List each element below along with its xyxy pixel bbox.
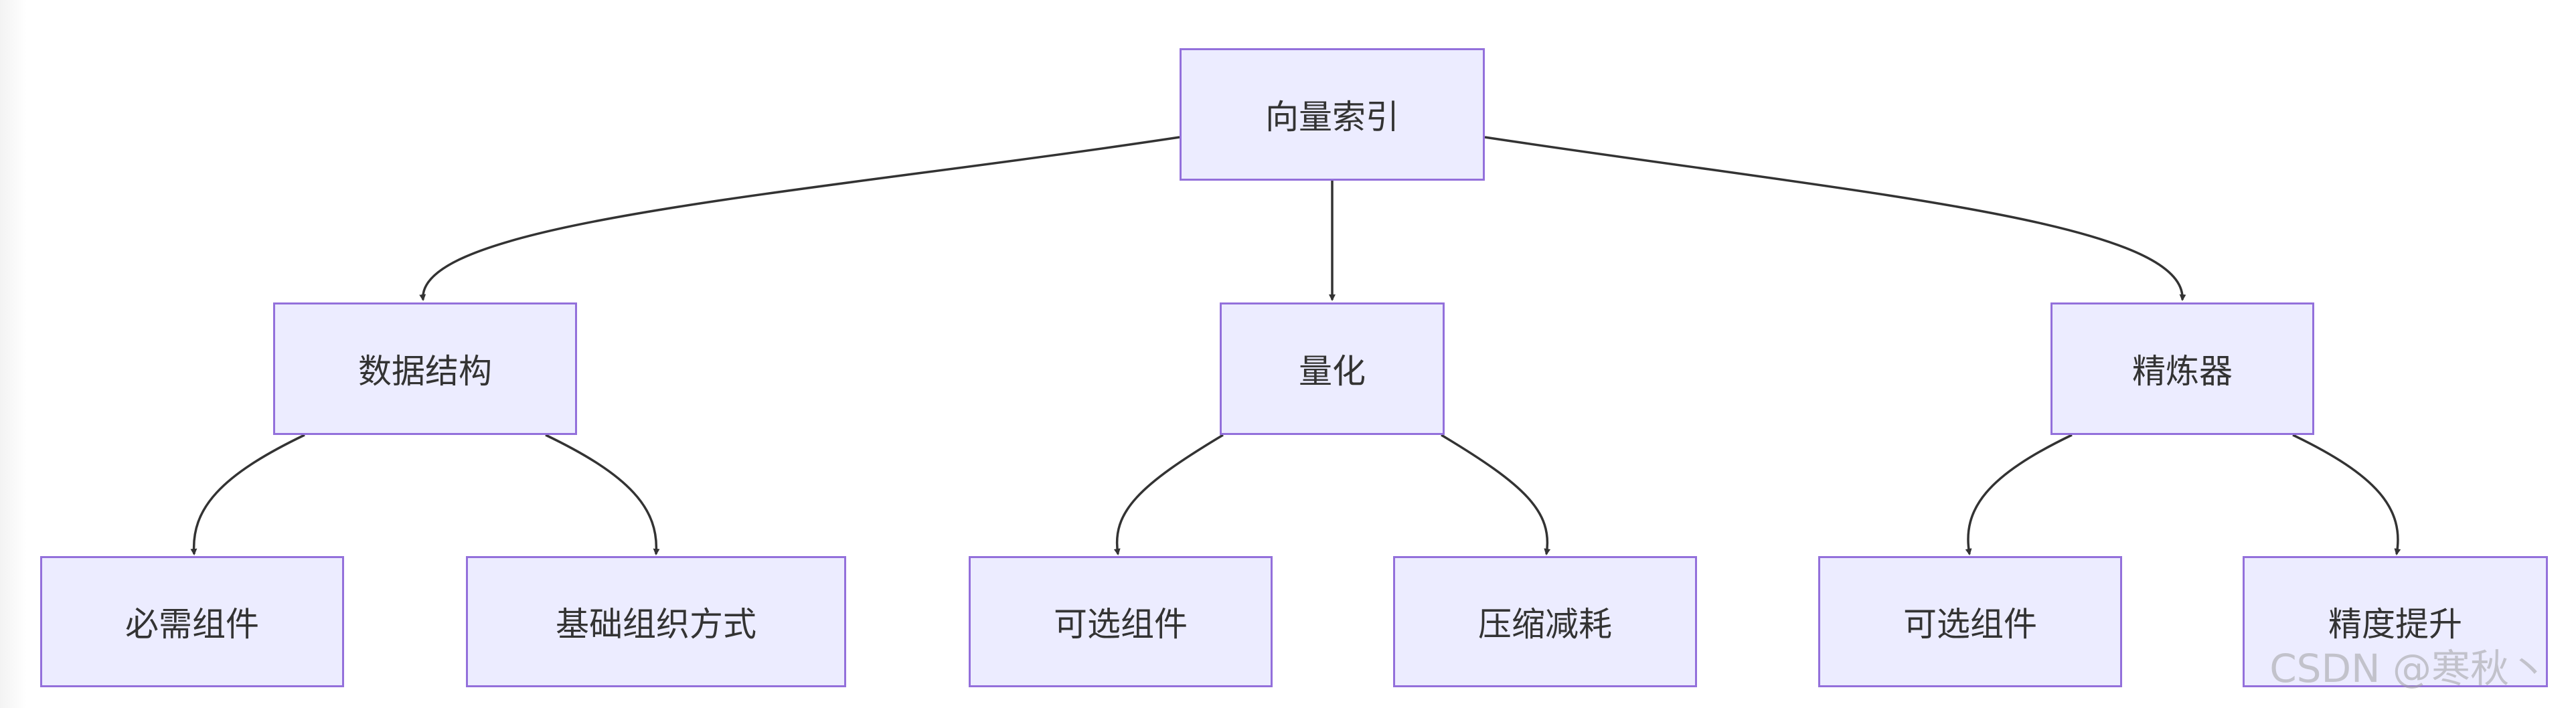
node-basic-organization: 基础组织方式 bbox=[466, 556, 846, 687]
edge-data-structure-to-basic-org bbox=[545, 434, 660, 555]
edge-refiner-to-precision bbox=[2292, 434, 2401, 555]
node-data-structure: 数据结构 bbox=[273, 302, 577, 435]
node-optional-component-refiner: 可选组件 bbox=[1818, 556, 2122, 687]
watermark: CSDN @寒秋丶 bbox=[2269, 646, 2548, 691]
node-refiner: 精炼器 bbox=[2050, 302, 2314, 435]
edge-refiner-to-optional bbox=[1965, 434, 2073, 555]
node-root-label: 向量索引 bbox=[1265, 98, 1399, 137]
node-optional-component-refiner-label: 可选组件 bbox=[1903, 605, 2037, 644]
node-optional-component-quant: 可选组件 bbox=[969, 556, 1273, 687]
edge-root-to-data-structure bbox=[419, 136, 1180, 301]
node-compression-label: 压缩减耗 bbox=[1478, 605, 1612, 644]
node-precision-boost: 精度提升 bbox=[2243, 556, 2548, 687]
node-required-component-label: 必需组件 bbox=[125, 605, 259, 644]
node-refiner-label: 精炼器 bbox=[2132, 352, 2233, 391]
node-required-component: 必需组件 bbox=[40, 556, 344, 687]
edge-quantization-to-optional bbox=[1113, 434, 1224, 555]
node-quantization: 量化 bbox=[1220, 302, 1445, 435]
node-compression: 压缩减耗 bbox=[1393, 556, 1697, 687]
node-data-structure-label: 数据结构 bbox=[358, 352, 492, 391]
node-quantization-label: 量化 bbox=[1299, 352, 1366, 391]
edge-root-to-refiner bbox=[1484, 136, 2186, 301]
node-root: 向量索引 bbox=[1180, 48, 1485, 181]
node-optional-component-quant-label: 可选组件 bbox=[1054, 605, 1188, 644]
edge-quantization-to-compression bbox=[1441, 434, 1551, 555]
node-basic-organization-label: 基础组织方式 bbox=[556, 605, 756, 644]
left-edge-shade bbox=[0, 0, 27, 708]
node-precision-boost-label: 精度提升 bbox=[2328, 605, 2462, 644]
edge-data-structure-to-required bbox=[190, 434, 305, 555]
